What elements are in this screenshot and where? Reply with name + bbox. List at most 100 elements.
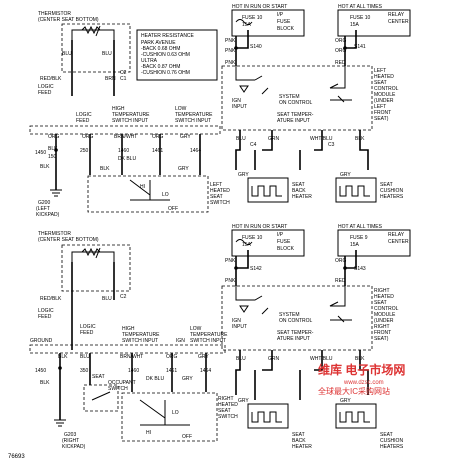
svg-text:INPUT: INPUT [232, 104, 247, 110]
svg-text:RELAY: RELAY [388, 12, 405, 18]
right-heated-seat-switch [121, 392, 218, 442]
svg-text:CUSHION: CUSHION [380, 438, 403, 444]
svg-text:RIGHT: RIGHT [374, 288, 390, 294]
svg-text:FEED: FEED [76, 118, 90, 124]
heater-resistance-title: HEATER RESISTANCE [141, 33, 195, 39]
svg-text:G200: G200 [38, 200, 50, 206]
svg-text:RELAY: RELAY [388, 232, 405, 238]
svg-text:ORG: ORG [152, 134, 164, 140]
svg-text:BLOCK: BLOCK [277, 246, 295, 252]
svg-text:1460: 1460 [128, 368, 139, 374]
svg-text:BLU: BLU [236, 356, 246, 362]
svg-text:MODULE: MODULE [374, 312, 396, 318]
svg-text:BLU: BLU [236, 136, 246, 142]
svg-text:-BACK 0.87 OHM: -BACK 0.87 OHM [141, 64, 180, 70]
svg-text:HOT AT ALL TIMES: HOT AT ALL TIMES [338, 4, 383, 10]
svg-text:SEAT): SEAT) [374, 336, 389, 342]
svg-text:PARK AVENUE: PARK AVENUE [141, 40, 176, 46]
svg-text:BRN/WHT: BRN/WHT [114, 134, 137, 140]
seat-occupant-switch [83, 384, 119, 412]
svg-text:FRONT: FRONT [374, 330, 391, 336]
svg-text:HI: HI [146, 430, 151, 436]
svg-text:LEFT: LEFT [374, 68, 386, 74]
svg-text:PNK: PNK [225, 38, 236, 44]
svg-text:FEED: FEED [80, 330, 94, 336]
bottom-connector-strip [29, 344, 226, 354]
svg-text:1450: 1450 [35, 150, 46, 156]
svg-text:FUSE 10: FUSE 10 [350, 15, 371, 21]
ground-g200-icon [50, 189, 62, 197]
svg-text:TEMPERATURE: TEMPERATURE [112, 112, 150, 118]
svg-text:CUSHION: CUSHION [380, 188, 403, 194]
svg-text:FRONT: FRONT [374, 110, 391, 116]
svg-text:SEAT: SEAT [92, 374, 105, 380]
svg-text:SYSTEM: SYSTEM [279, 312, 300, 318]
svg-text:BACK: BACK [292, 438, 306, 444]
svg-text:BLU: BLU [102, 296, 112, 302]
svg-text:IGN: IGN [232, 318, 241, 324]
seat-cushion-heater-top [335, 177, 377, 203]
svg-text:(CENTER SEAT BOTTOM): (CENTER SEAT BOTTOM) [38, 237, 99, 243]
svg-text:CENTER: CENTER [388, 19, 409, 25]
svg-text:GROUND: GROUND [30, 338, 53, 344]
thermistor-box-bottom [61, 244, 131, 292]
figure-id: 76693 [8, 454, 25, 460]
svg-text:MODULE: MODULE [374, 92, 396, 98]
svg-text:LO: LO [162, 192, 169, 198]
svg-text:LOGIC: LOGIC [38, 84, 54, 90]
svg-text:SWITCH INPUT: SWITCH INPUT [190, 338, 226, 344]
svg-text:I/P: I/P [277, 232, 284, 238]
svg-text:ORG: ORG [335, 258, 347, 264]
svg-text:BLK: BLK [40, 164, 50, 170]
svg-text:GRY: GRY [178, 166, 189, 172]
svg-text:HIGH: HIGH [112, 106, 125, 112]
svg-text:KICKPAD): KICKPAD) [62, 444, 86, 450]
right-heated-seat-control-module [221, 285, 373, 351]
svg-text:HEATED: HEATED [218, 402, 238, 408]
svg-text:OCCUPANT: OCCUPANT [108, 380, 136, 386]
svg-text:SYSTEM: SYSTEM [279, 94, 300, 100]
svg-text:(UNDER: (UNDER [374, 318, 394, 324]
svg-text:SEAT: SEAT [380, 182, 393, 188]
svg-text:HEATERS: HEATERS [380, 444, 404, 450]
svg-text:RIGHT: RIGHT [218, 396, 234, 402]
svg-text:250: 250 [80, 148, 89, 154]
svg-text:LOW: LOW [175, 106, 187, 112]
svg-text:SWITCH INPUT: SWITCH INPUT [122, 338, 158, 344]
svg-text:HEATED: HEATED [210, 188, 230, 194]
svg-text:(RIGHT: (RIGHT [62, 438, 79, 444]
svg-text:PNK: PNK [225, 278, 236, 284]
svg-text:SEAT TEMPER-: SEAT TEMPER- [277, 330, 314, 336]
svg-text:PNK: PNK [225, 60, 236, 66]
svg-text:CONTROL: CONTROL [374, 306, 399, 312]
svg-text:BRN: BRN [105, 76, 116, 82]
svg-text:15A: 15A [350, 22, 360, 28]
svg-text:-CUSHION 0.76 OHM: -CUSHION 0.76 OHM [141, 70, 190, 76]
svg-text:SEAT: SEAT [374, 80, 387, 86]
svg-text:ATURE INPUT: ATURE INPUT [277, 118, 310, 124]
thermistor-sub: (CENTER SEAT BOTTOM) [38, 17, 99, 23]
svg-text:RED: RED [335, 278, 346, 284]
svg-text:GRN: GRN [268, 356, 280, 362]
svg-text:HIGH: HIGH [122, 326, 135, 332]
svg-text:SEAT: SEAT [380, 432, 393, 438]
fuse-block-bottom-right [337, 229, 411, 257]
svg-text:BLU: BLU [62, 51, 72, 57]
svg-text:ORG: ORG [335, 48, 347, 54]
svg-text:GRY: GRY [340, 172, 351, 178]
svg-text:GRN: GRN [268, 136, 280, 142]
svg-text:BLK: BLK [40, 380, 50, 386]
svg-text:SWITCH INPUT: SWITCH INPUT [175, 118, 211, 124]
svg-text:1450: 1450 [35, 368, 46, 374]
svg-text:ON CONTROL: ON CONTROL [279, 318, 313, 324]
svg-text:RED/BLK: RED/BLK [40, 296, 62, 302]
svg-text:PNK: PNK [225, 258, 236, 264]
svg-text:1464: 1464 [190, 148, 201, 154]
left-heated-seat-control-module [221, 65, 373, 131]
seat-cushion-heater-bottom [335, 403, 377, 429]
seat-back-heater-top [247, 177, 289, 203]
svg-text:LOGIC: LOGIC [80, 324, 96, 330]
svg-text:ORG: ORG [335, 38, 347, 44]
svg-text:SEAT: SEAT [292, 182, 305, 188]
svg-text:BLK: BLK [48, 146, 58, 152]
